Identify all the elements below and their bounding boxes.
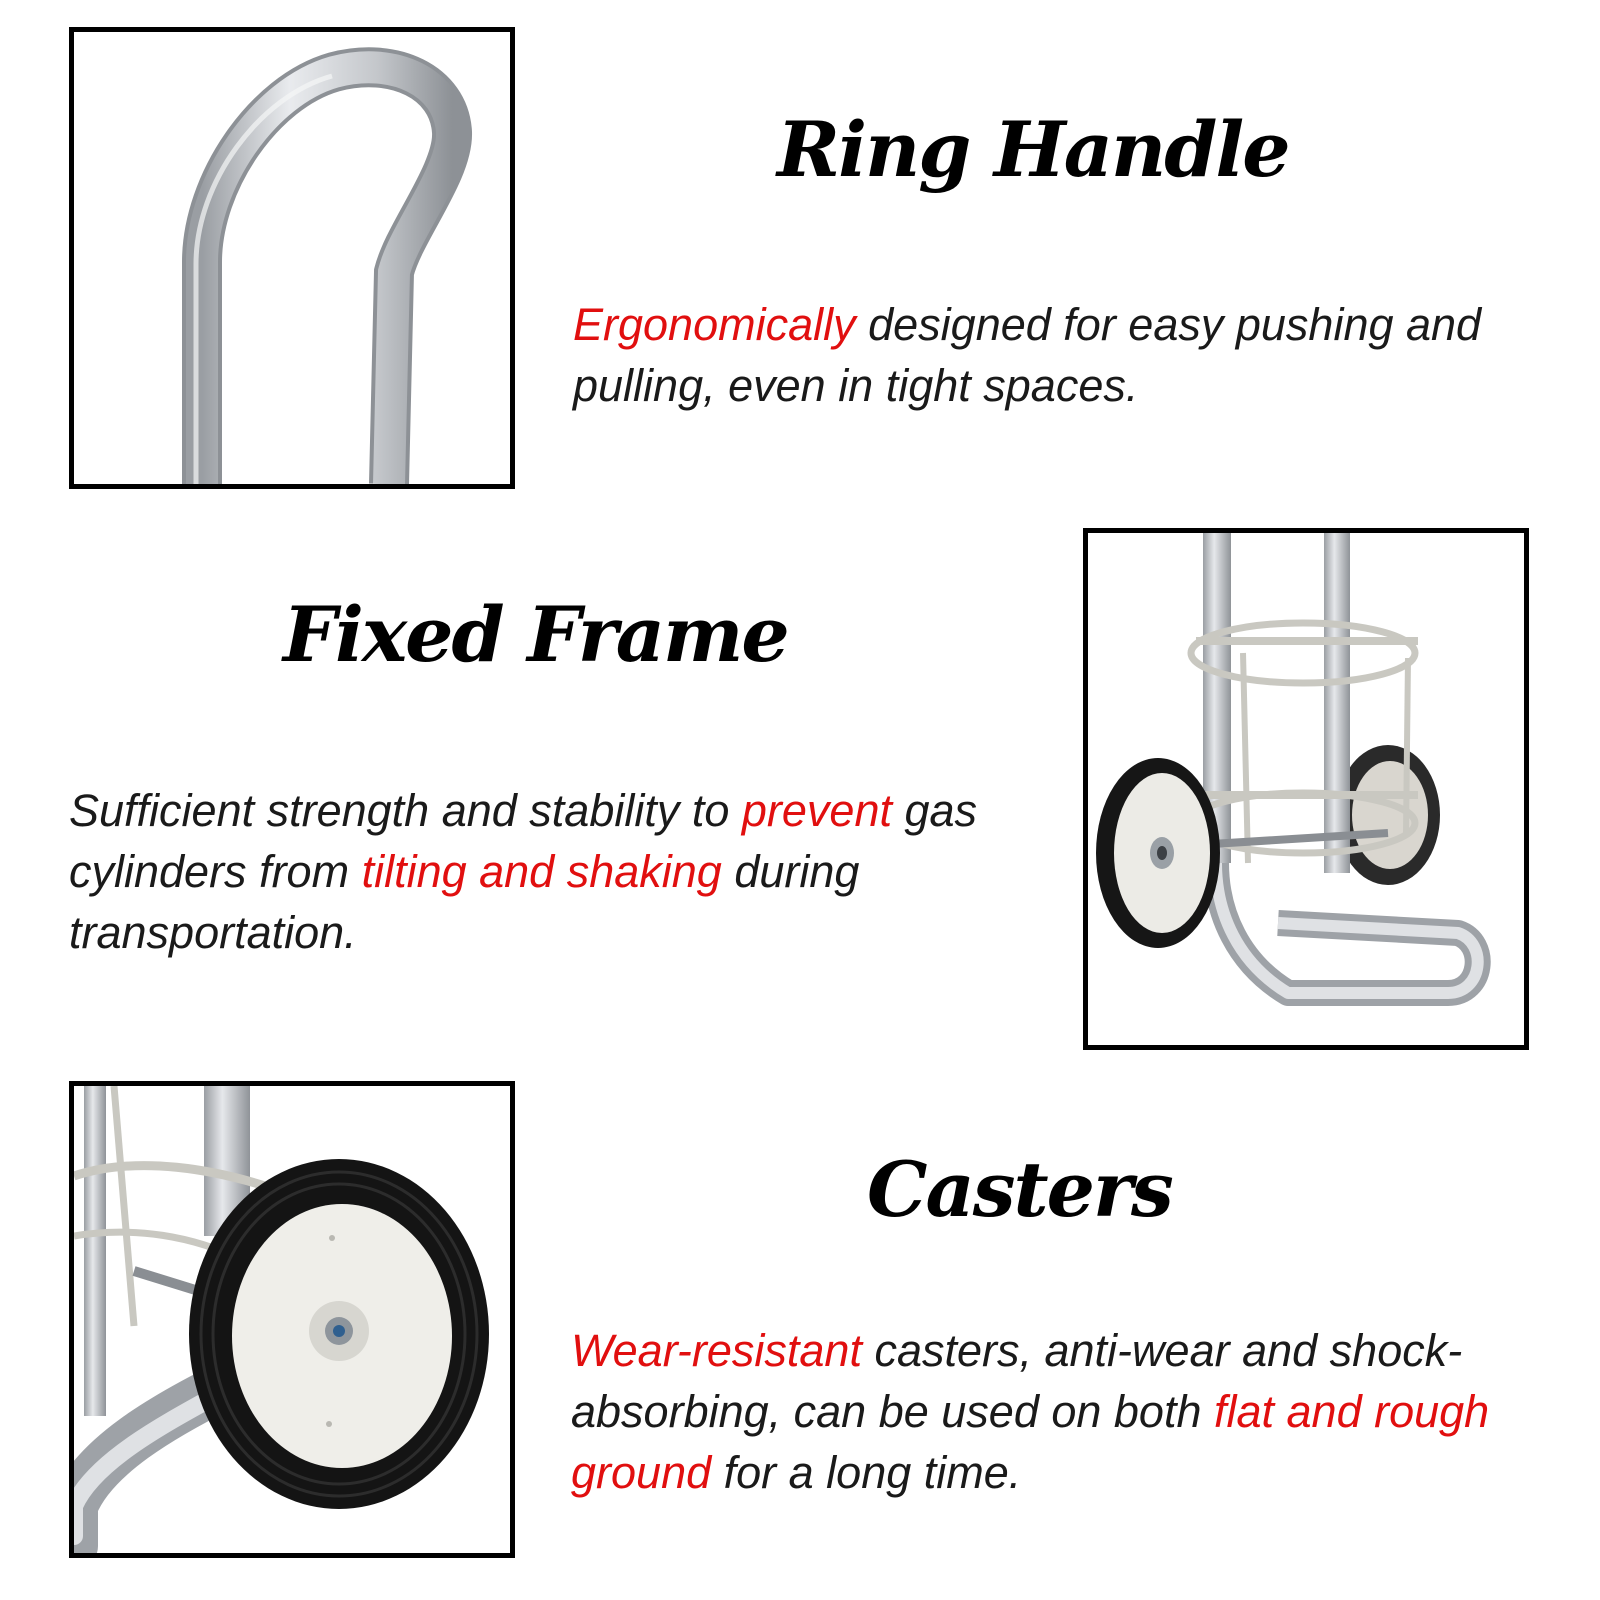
ring-handle-highlight-1: Ergonomically bbox=[573, 299, 856, 350]
fixed-frame-text-1: Sufficient strength and stability to bbox=[69, 785, 742, 836]
ring-handle-text-1: designed for easy pushing and pulling, e… bbox=[573, 299, 1482, 411]
ring-handle-photo bbox=[69, 27, 515, 489]
fixed-frame-title: Fixed Frame bbox=[283, 590, 790, 679]
ring-handle-description: Ergonomically designed for easy pushing … bbox=[573, 294, 1583, 416]
ring-handle-title: Ring Handle bbox=[777, 105, 1291, 194]
fixed-frame-highlight-1: prevent bbox=[741, 785, 892, 836]
casters-description: Wear-resistant casters, anti-wear and sh… bbox=[571, 1320, 1581, 1503]
fixed-frame-text-2: gas cylinders from bbox=[69, 785, 978, 897]
casters-text-2: for a long time. bbox=[711, 1447, 1022, 1498]
ring-handle-illustration bbox=[182, 47, 472, 484]
fixed-frame-text-3: during transportation. bbox=[69, 846, 860, 958]
fixed-frame-description: Sufficient strength and stability to pre… bbox=[69, 780, 1029, 963]
fixed-frame-photo bbox=[1083, 528, 1529, 1050]
casters-highlight-1: Wear-resistant bbox=[571, 1325, 862, 1376]
casters-highlight-2: flat and rough ground bbox=[571, 1386, 1490, 1498]
caster-wheel-illustration bbox=[74, 1086, 489, 1553]
casters-text-1: casters, anti-wear and shock-absorbing, … bbox=[571, 1325, 1463, 1437]
casters-title: Casters bbox=[867, 1145, 1174, 1234]
fixed-frame-highlight-2: tilting and shaking bbox=[361, 846, 722, 897]
casters-photo bbox=[69, 1081, 515, 1558]
cylinder-cart-illustration bbox=[1096, 533, 1491, 1006]
